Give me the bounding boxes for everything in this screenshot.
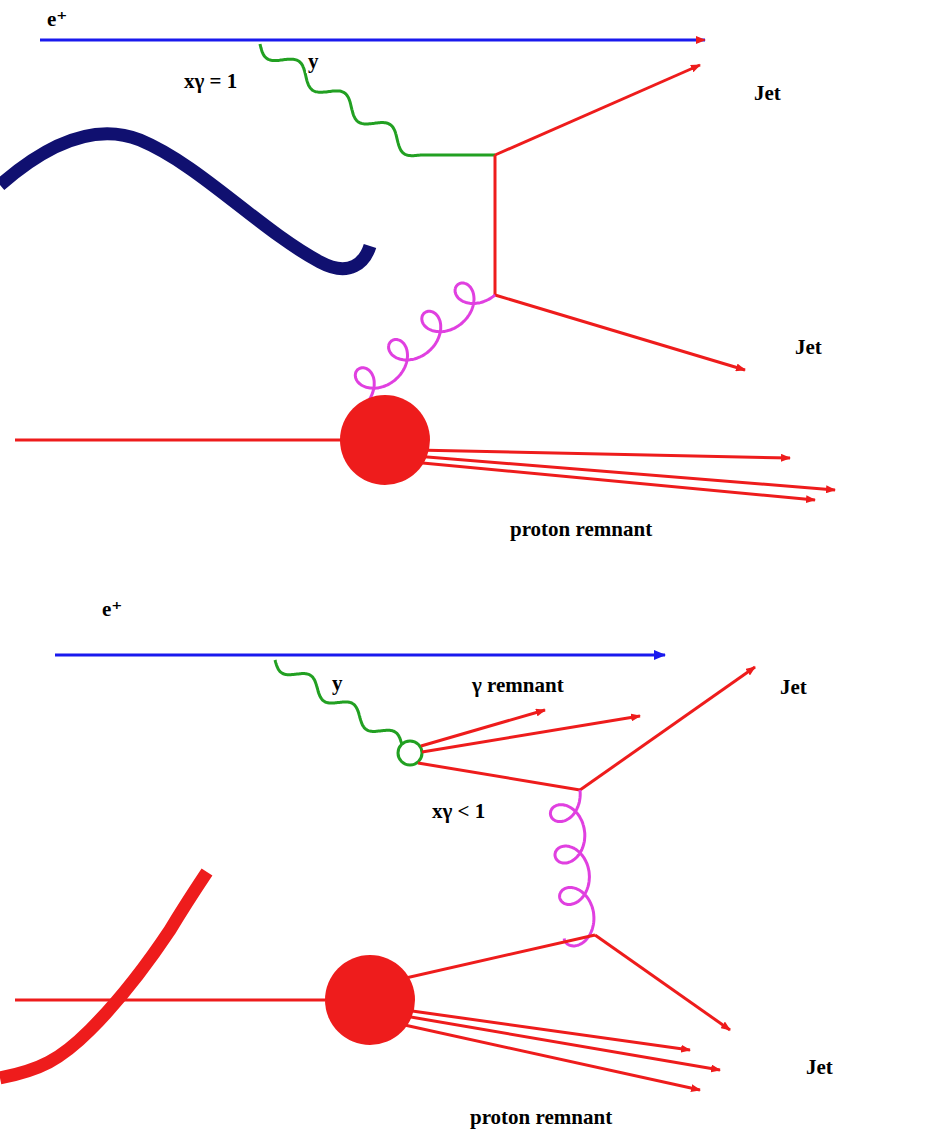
proton-line — [15, 439, 345, 442]
quark-line — [418, 763, 580, 790]
remnant-arrow — [405, 1016, 720, 1070]
remnant-arrow — [412, 462, 815, 500]
variable-label: y — [330, 672, 345, 695]
remnant-arrow — [405, 1010, 690, 1050]
particle-label: e⁺ — [45, 8, 69, 31]
jet-label: Jet — [778, 676, 809, 699]
remnant-label: γ remnant — [470, 674, 566, 697]
fraction-label: xγ < 1 — [430, 800, 487, 823]
remnant-label: proton remnant — [508, 518, 654, 541]
remnant-arrow — [400, 1024, 700, 1090]
jet-arrow — [595, 935, 730, 1030]
jet-arrow — [495, 295, 745, 370]
jet-label: Jet — [804, 1056, 835, 1079]
photon-blob — [398, 741, 422, 765]
fraction-label: xγ = 1 — [182, 70, 239, 93]
quark-line — [494, 155, 497, 295]
gluon-coil — [355, 283, 495, 408]
photon-wave — [260, 44, 420, 156]
photon-line — [420, 154, 495, 157]
photon-remnant-arrow — [422, 716, 640, 752]
remnant-arrow — [415, 456, 835, 490]
positron-line — [55, 654, 665, 657]
positron-line — [40, 39, 705, 42]
proton-blob — [325, 955, 415, 1045]
jet-label: Jet — [752, 82, 783, 105]
variable-label: y — [306, 50, 321, 73]
red-squiggle — [0, 872, 207, 1078]
remnant-arrow — [415, 450, 790, 458]
jet-arrow — [580, 667, 755, 790]
proton-line — [15, 999, 325, 1002]
navy-squiggle — [0, 134, 370, 269]
jet-arrow — [495, 65, 700, 155]
photon-wave — [275, 660, 402, 745]
proton-blob — [340, 395, 430, 485]
gluon-coil — [550, 790, 594, 946]
remnant-label: proton remnant — [468, 1106, 614, 1129]
particle-label: e⁺ — [100, 598, 124, 621]
jet-label: Jet — [793, 336, 824, 359]
